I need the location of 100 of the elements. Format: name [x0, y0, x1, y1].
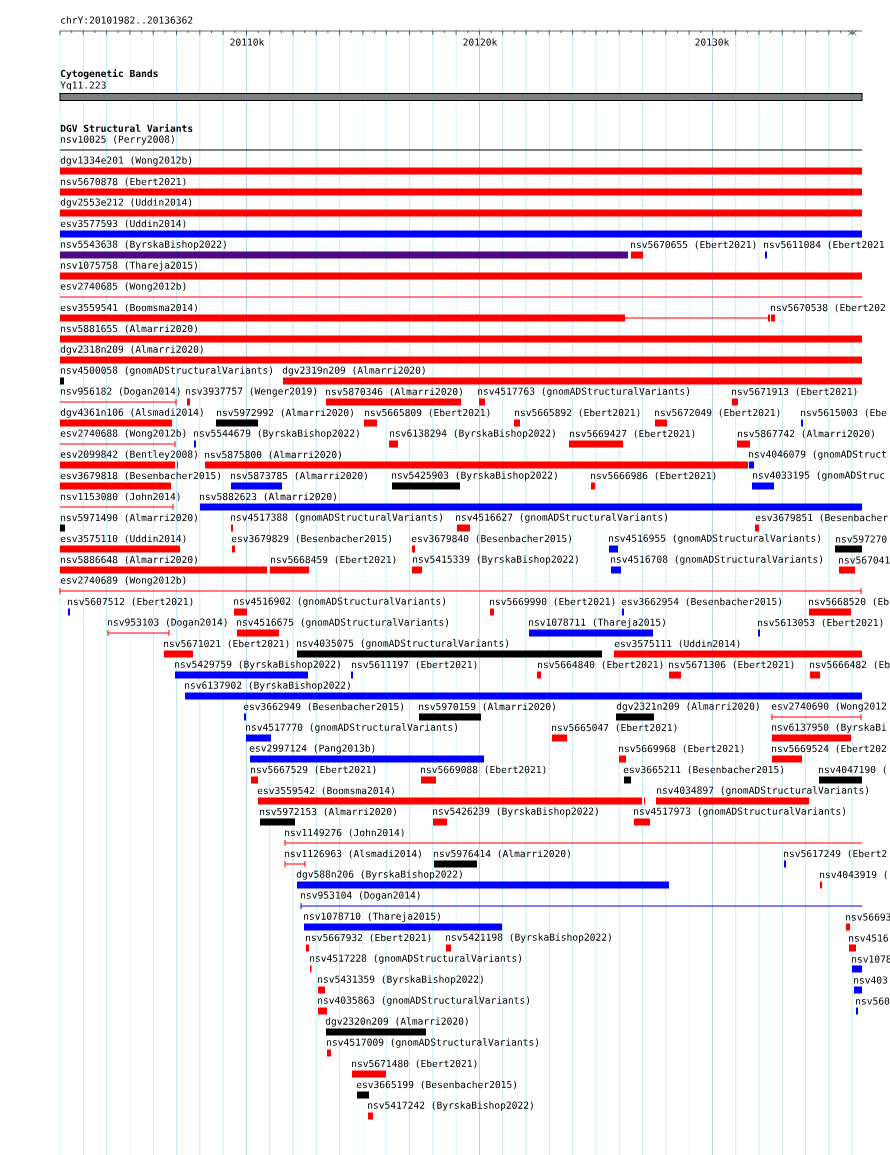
variant-label: nsv953103 (Dogan2014) [108, 618, 227, 628]
variant-label: nsv1149276 (John2014) [285, 828, 404, 838]
variant-label: nsv5671913 (Ebert2021) [732, 387, 857, 397]
variant-label: dgv2318n209 (Almarri2020) [60, 345, 203, 355]
variant-label: nsv5417242 (ByrskaBishop2022) [368, 1101, 533, 1111]
tick-label: 20120k [463, 38, 498, 46]
variant-label: nsv3937757 (Wenger2019) [186, 387, 317, 397]
variant-label: nsv6138294 (ByrskaBishop2022) [390, 429, 555, 439]
variant-label: nsv956182 (Dogan2014) [61, 387, 180, 397]
variant-label: dgv2321n209 (Almarri2020) [616, 702, 759, 712]
variant-label: nsv5426239 (ByrskaBishop2022) [433, 807, 598, 817]
variant-label: nsv5667932 (Ebert2021) [306, 933, 431, 943]
variant-label: nsv4516627 (gnomADStructuralVariants) [456, 513, 668, 523]
variant-label: nsv5543638 (ByrskaBishop2022) [61, 240, 226, 250]
variant-label: nsv4517009 (gnomADStructuralVariants) [327, 1038, 539, 1048]
variant-label: nsv1078711 (Thareja2015) [529, 618, 665, 628]
variant-label: dgv2319n209 (Almarri2020) [282, 366, 425, 376]
variant-label: dgv588n206 (ByrskaBishop2022) [296, 870, 462, 880]
variant-label: nsv1075758 (Thareja2015) [61, 261, 197, 271]
variant-label: nsv5665892 (Ebert2021) [515, 408, 640, 418]
variant-label: nsv5617249 (Ebert2 [784, 849, 887, 859]
variant-label: dgv4361n106 (Alsmadi2014) [60, 408, 203, 418]
variant-label: nsv5664840 (Ebert2021) [538, 660, 663, 670]
variant-label: nsv4034897 (gnomADStructuralVariants) [657, 786, 869, 796]
variant-label: nsv567041 [839, 556, 890, 564]
variant-label: nsv4500058 (gnomADStructuralVariants) [61, 366, 273, 376]
variant-label: esv3575111 (Uddin2014) [614, 639, 740, 649]
variant-label: esv2740689 (Wong2012b) [60, 576, 186, 586]
variant-label: nsv5669427 (Ebert2021) [570, 429, 695, 439]
variant-label: esv3559541 (Boomsma2014) [60, 303, 197, 313]
variant-label: esv3665211 (Besenbacher2015) [623, 765, 783, 775]
variant-label: nsv5670655 (Ebert2021) [631, 240, 756, 250]
variant-label: nsv4516902 (gnomADStructuralVariants) [234, 597, 446, 607]
variant-label: nsv5666986 (Ebert2021) [591, 471, 716, 481]
variant-label: esv2740690 (Wong2012 [771, 702, 886, 712]
variant-label: nsv5544679 (ByrskaBishop2022) [194, 429, 359, 439]
variant-label: nsv5611197 (Ebert2021) [352, 660, 477, 670]
variant-label: nsv5665047 (Ebert2021) [552, 723, 677, 733]
variant-label: nsv5669088 (Ebert2021) [421, 765, 546, 775]
variant-label: nsv5971490 (Almarri2020) [61, 513, 197, 523]
variant-label: nsv5671306 (Ebert2021) [669, 660, 794, 670]
variant-label: nsv5881655 (Almarri2020) [61, 324, 197, 334]
variant-label: esv3679851 (Besenbacher [755, 513, 888, 523]
variant-label: nsv1078710 (Thareja2015) [304, 912, 440, 922]
variant-label: nsv5671480 (Ebert2021) [352, 1059, 477, 1069]
variant-label: nsv4516955 (gnomADStructuralVariants) [609, 534, 821, 544]
variant-label: nsv5425903 (ByrskaBishop2022) [392, 471, 557, 481]
variant-label: nsv5611084 (Ebert2021 [764, 240, 884, 250]
variant-label: nsv4043919 ( [820, 870, 887, 880]
variant-label: nsv5976414 (Almarri2020) [434, 849, 570, 859]
track-title: Cytogenetic Bands [60, 69, 158, 79]
variant-label: nsv5431359 (ByrskaBishop2022) [318, 975, 483, 985]
variant-label: nsv5613053 (Ebert2021) [758, 618, 883, 628]
variant-label: nsv5415339 (ByrskaBishop2022) [413, 555, 578, 565]
variant-label: esv3662954 (Besenbacher2015) [621, 597, 781, 607]
variant-label: nsv5666482 (Eb [810, 660, 890, 670]
variant-label: nsv4517973 (gnomADStructuralVariants) [634, 807, 846, 817]
variant-label: nsv5672049 (Ebert2021) [655, 408, 780, 418]
variant-label: nsv1126963 (Alsmadi2014) [285, 849, 421, 859]
variant-label: nsv5882623 (Almarri2020) [200, 492, 336, 502]
variant-label: nsv4517388 (gnomADStructuralVariants) [231, 513, 443, 523]
variant-label: nsv10025 (Perry2008) [61, 135, 174, 145]
variant-label: esv3679840 (Besenbacher2015) [411, 534, 571, 544]
variant-label: nsv6137902 (ByrskaBishop2022) [185, 681, 350, 691]
variant-label: esv3662949 (Besenbacher2015) [243, 702, 403, 712]
variant-label: nsv5873785 (Almarri2020) [231, 471, 367, 481]
variant-label: nsv5875800 (Almarri2020) [205, 450, 341, 460]
band-label: Yq11.223 [60, 81, 106, 91]
variant-label: esv3559542 (Boomsma2014) [257, 786, 394, 796]
variant-label: nsv5669990 (Ebert2021) [490, 597, 615, 607]
variant-label: nsv5886648 (Almarri2020) [61, 555, 197, 565]
variant-label: nsv4035863 (gnomADStructuralVariants) [318, 996, 530, 1006]
variant-label: nsv5670878 (Ebert2021) [61, 177, 186, 187]
variant-label: nsv5421198 (ByrskaBishop2022) [446, 933, 611, 943]
variant-label: nsv4046079 (gnomADStruct [749, 450, 886, 460]
variant-label: nsv6137950 (ByrskaBi [772, 723, 887, 733]
variant-label: nsv4517763 (gnomADStructuralVariants) [478, 387, 690, 397]
variant-label: nsv5429759 (ByrskaBishop2022) [175, 660, 340, 670]
variant-label: nsv5972153 (Almarri2020) [260, 807, 396, 817]
variant-label: nsv4516675 (gnomADStructuralVariants) [237, 618, 449, 628]
variant-label: nsv1153080 (John2014) [61, 492, 180, 502]
variant-label: nsv56693 [846, 913, 890, 921]
position-label: chrY:20101982..20136362 [61, 16, 193, 24]
variant-label: nsv5668459 (Ebert2021) [271, 555, 396, 565]
tick-label: 20110k [230, 38, 265, 46]
variant-label: nsv4516 [849, 934, 889, 942]
variant-label: nsv4035075 (gnomADStructuralVariants) [297, 639, 509, 649]
variant-label: nsv5870346 (Almarri2020) [326, 387, 462, 397]
variant-label: nsv5671021 (Ebert2021) [164, 639, 289, 649]
variant-label: esv3665199 (Besenbacher2015) [356, 1080, 516, 1090]
variant-label: dgv2320n209 (Almarri2020) [325, 1017, 468, 1027]
variant-label: nsv5669968 (Ebert2021) [619, 744, 744, 754]
variant-label: nsv4033195 (gnomADStruc [753, 471, 885, 481]
variant-label: nsv597270 [836, 535, 887, 543]
variant-label: nsv5665809 (Ebert2021) [365, 408, 490, 418]
variant-label: nsv560 [856, 997, 890, 1005]
variant-label: nsv4517770 (gnomADStructuralVariants) [246, 723, 458, 733]
variant-label: nsv4047190 ( [819, 765, 886, 775]
tick-label: 20130k [695, 38, 730, 46]
variant-label: dgv1334e201 (Wong2012b) [60, 156, 192, 166]
